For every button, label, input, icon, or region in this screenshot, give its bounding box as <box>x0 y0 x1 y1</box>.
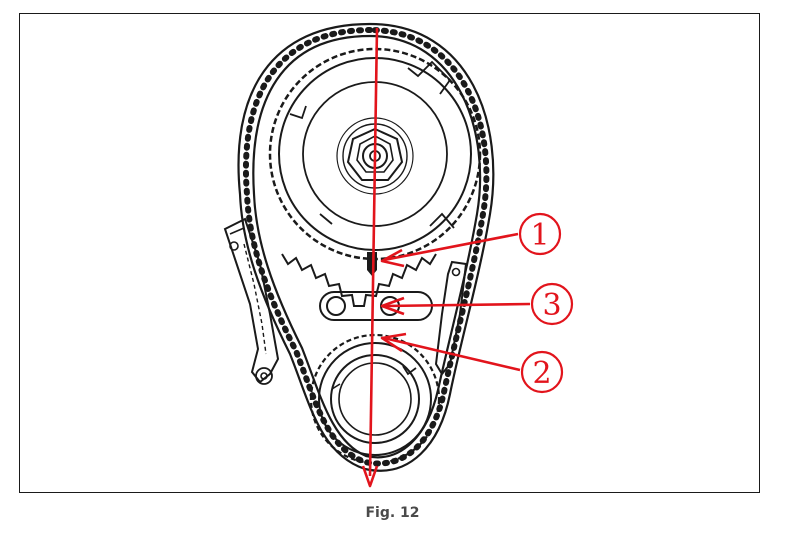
crankshaft-sprocket <box>309 333 441 465</box>
callout-1-circle <box>518 212 562 256</box>
right-chain-guide <box>434 260 468 376</box>
callout-3-circle <box>530 282 574 326</box>
callout-2-circle <box>520 350 564 394</box>
callout-3: 3 <box>380 282 574 326</box>
callout-1: 1 <box>380 212 562 268</box>
figure-caption: Fig. 12 <box>365 505 420 521</box>
callout-2-label: 2 <box>532 356 551 391</box>
figure-frame: 1 3 2 <box>19 13 760 493</box>
left-chain-guide <box>223 217 280 385</box>
cam-sprocket-teeth <box>281 253 437 307</box>
callout-3-label: 3 <box>542 288 561 323</box>
callout-2: 2 <box>380 332 564 394</box>
callout-1-label: 1 <box>530 218 549 253</box>
timing-chain-diagram: 1 3 2 <box>223 22 574 488</box>
alignment-line <box>361 27 379 488</box>
